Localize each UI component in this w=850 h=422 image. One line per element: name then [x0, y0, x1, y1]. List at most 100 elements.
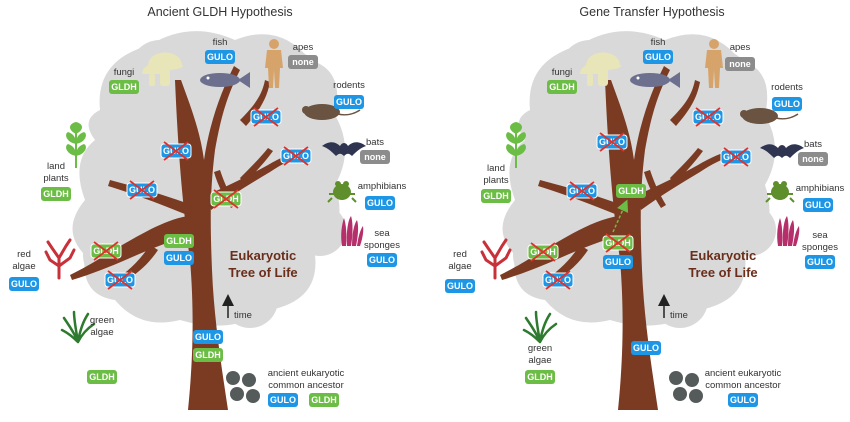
badge-label: GLDH: [618, 186, 644, 196]
gldh-badge-ancestor: GLDH: [309, 393, 339, 407]
gulo-badge-fish: GULO: [205, 50, 235, 64]
badge-background: [334, 95, 364, 109]
gulo-badge-ancestor: GULO: [728, 393, 758, 407]
ancestor-label-line2: common ancestor: [705, 380, 781, 391]
badge-background: [631, 341, 661, 355]
gldh-badge-land-plants: GLDH: [41, 187, 71, 201]
tree-label-line1: Eukaryotic: [230, 248, 296, 263]
badge-background: [547, 80, 577, 94]
label-sponges: sponges: [802, 242, 838, 253]
green-algae-icon: [522, 310, 558, 344]
badge-label: GULO: [633, 343, 659, 353]
badge-background: [41, 187, 71, 201]
badge-label: GLDH: [89, 372, 115, 382]
cross-out-icon: [599, 132, 625, 152]
gulo-badge-red-algae: GULO: [445, 279, 475, 293]
cross-out-icon: [163, 141, 189, 161]
badge-background: [193, 348, 223, 362]
badge-background: [725, 57, 755, 71]
gldh-badge-trunk: GLDH: [193, 348, 223, 362]
cross-out-icon: [605, 233, 631, 253]
badge-label: GULO: [645, 52, 671, 62]
badge-label: GULO: [805, 200, 831, 210]
gulo-badge-red-algae: GULO: [9, 277, 39, 291]
badge-label: GULO: [207, 52, 233, 62]
badge-background: [109, 80, 139, 94]
badge-background: [164, 251, 194, 265]
gldh-badge-branch: GLDH: [164, 234, 194, 248]
label-green-algae: algae: [528, 355, 551, 366]
badge-background: [445, 279, 475, 293]
label-rodents: rodents: [771, 82, 803, 93]
badge-label: GLDH: [483, 191, 509, 201]
label-amphibians: amphibians: [796, 183, 845, 194]
panel-title: Gene Transfer Hypothesis: [579, 5, 724, 19]
gulo-badge-branch: GULO: [566, 181, 598, 201]
badge-background: [360, 150, 390, 164]
badge-label: GULO: [774, 99, 800, 109]
gulo-badge-branch: GULO: [164, 251, 194, 265]
cross-out-icon: [253, 107, 279, 127]
badge-background: [309, 393, 339, 407]
badge-background: [643, 50, 673, 64]
gulo-badge-branch: GULO: [126, 180, 158, 200]
badge-label: GLDH: [43, 189, 69, 199]
badge-background: [728, 393, 758, 407]
badge-background: [367, 253, 397, 267]
ancestor-cells-icon: [226, 371, 260, 403]
gldh-badge-fungi: GLDH: [109, 80, 139, 94]
badge-background: [87, 370, 117, 384]
badge-background: [805, 255, 835, 269]
badge-background: [798, 152, 828, 166]
time-label: time: [234, 310, 252, 321]
time-label: time: [670, 310, 688, 321]
badge-background: [365, 196, 395, 210]
tree-label-line2: Tree of Life: [688, 265, 757, 280]
gldh-badge-branch: GLDH: [616, 184, 646, 198]
gulo-badge-ancestor: GULO: [268, 393, 298, 407]
label-land: land: [487, 163, 505, 174]
badge-label: GULO: [605, 257, 631, 267]
badge-background: [9, 277, 39, 291]
panel-title: Ancient GLDH Hypothesis: [147, 5, 292, 19]
cross-out-icon: [107, 270, 133, 290]
badge-label: none: [729, 59, 751, 69]
label-red-algae: algae: [448, 261, 471, 272]
tree-label-line1: Eukaryotic: [690, 248, 756, 263]
badge-label: none: [364, 152, 386, 162]
badge-label: GULO: [336, 97, 362, 107]
label-red: red: [453, 249, 467, 260]
gulo-badge-amphibians: GULO: [365, 196, 395, 210]
panel-ancient-gldh: Ancient GLDH Hypothesis Eukaryotic Tree …: [9, 5, 407, 410]
badge-label: GULO: [270, 395, 296, 405]
cross-out-icon: [545, 270, 571, 290]
gulo-badge-rodents: GULO: [772, 97, 802, 111]
badge-background: [525, 370, 555, 384]
ancestor-cells-icon: [669, 371, 703, 403]
badge-background: [205, 50, 235, 64]
label-apes: apes: [293, 42, 314, 53]
gulo-badge-rodents: GULO: [334, 95, 364, 109]
badge-label: GULO: [369, 255, 395, 265]
gldh-badge-branch: GLDH: [210, 189, 242, 209]
gulo-badge-branch: GULO: [720, 147, 752, 167]
label-red-algae: algae: [12, 261, 35, 272]
panel-gene-transfer: Gene Transfer Hypothesis Eukaryotic Tree…: [445, 5, 845, 410]
cross-out-icon: [93, 241, 119, 261]
badge-label: GLDH: [549, 82, 575, 92]
cross-out-icon: [723, 147, 749, 167]
red-algae-icon: [44, 238, 76, 280]
frog-icon: [765, 180, 795, 203]
badge-label: GLDH: [166, 236, 192, 246]
label-fish: fish: [651, 37, 666, 48]
label-bats: bats: [366, 137, 384, 148]
gulo-badge-branch: GULO: [603, 255, 633, 269]
none-badge-apes: none: [288, 55, 318, 69]
badge-background: [164, 234, 194, 248]
badge-label: GULO: [11, 279, 37, 289]
badge-background: [481, 189, 511, 203]
label-green: green: [528, 343, 552, 354]
